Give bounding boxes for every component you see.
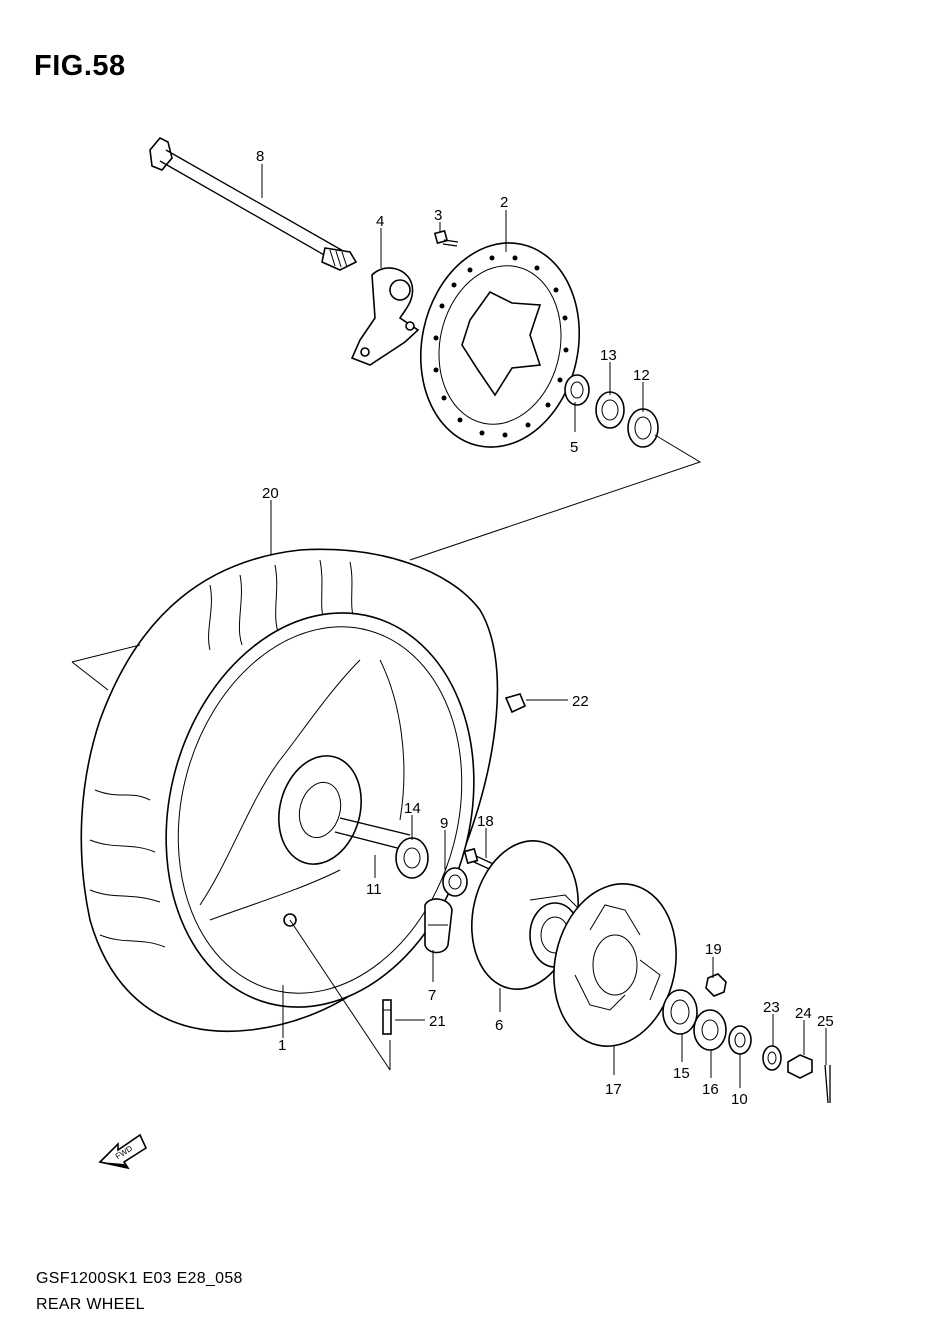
callout-13: 13 <box>600 347 617 364</box>
part-sprocket-drum[interactable] <box>459 831 592 999</box>
callout-9: 9 <box>440 815 448 832</box>
part-brake-disc[interactable] <box>402 228 597 462</box>
part-axle-sleeve[interactable] <box>334 817 411 851</box>
part-axle-nut[interactable] <box>787 1054 813 1079</box>
part-oil-seal[interactable] <box>627 408 659 448</box>
part-tire-valve[interactable] <box>382 999 392 1035</box>
callout-14: 14 <box>404 800 421 817</box>
callout-15: 15 <box>673 1065 690 1082</box>
part-cotter-pin[interactable] <box>824 1064 831 1104</box>
callout-21: 21 <box>429 1013 446 1030</box>
callout-1: 1 <box>278 1037 286 1054</box>
part-cush-damper[interactable] <box>424 898 453 954</box>
callout-labels: 1 2 3 4 5 6 7 8 9 10 11 12 13 14 15 16 1… <box>256 148 834 1108</box>
assembly-guide-lines <box>71 434 702 1071</box>
part-rear-sprocket[interactable] <box>539 872 690 1057</box>
callout-8: 8 <box>256 148 264 165</box>
part-spacer[interactable] <box>564 374 590 406</box>
callout-24: 24 <box>795 1005 812 1022</box>
forward-arrow-icon: FWD <box>98 1133 148 1170</box>
callout-17: 17 <box>605 1081 622 1098</box>
callout-6: 6 <box>495 1017 503 1034</box>
callout-12: 12 <box>633 367 650 384</box>
callout-2: 2 <box>500 194 508 211</box>
leader-lines <box>261 164 827 1088</box>
part-spacer-9[interactable] <box>442 867 468 897</box>
callout-25: 25 <box>817 1013 834 1030</box>
model-code: GSF1200SK1 E03 E28_058 <box>36 1270 243 1287</box>
callout-10: 10 <box>731 1091 748 1108</box>
callout-22: 22 <box>572 693 589 710</box>
section-name: REAR WHEEL <box>36 1296 145 1313</box>
callout-4: 4 <box>376 213 384 230</box>
part-sprocket-nut[interactable] <box>705 973 727 997</box>
part-oil-seal-16[interactable] <box>693 1009 727 1051</box>
callout-7: 7 <box>428 987 436 1004</box>
part-caliper-bracket[interactable] <box>350 267 420 366</box>
callout-19: 19 <box>705 941 722 958</box>
part-washer[interactable] <box>762 1045 782 1071</box>
callout-18: 18 <box>477 813 494 830</box>
callout-3: 3 <box>434 207 442 224</box>
callout-11: 11 <box>366 881 382 898</box>
callout-20: 20 <box>262 485 279 502</box>
part-bearing-14[interactable] <box>395 837 429 879</box>
figure-title: FIG.58 <box>34 50 126 82</box>
part-axle[interactable] <box>149 137 358 271</box>
part-bearing-15[interactable] <box>662 989 698 1035</box>
callout-16: 16 <box>702 1081 719 1098</box>
part-bearing[interactable] <box>595 391 625 429</box>
part-disc-bolt[interactable] <box>433 229 459 247</box>
callout-5: 5 <box>570 439 578 456</box>
part-spacer-10[interactable] <box>728 1025 752 1055</box>
callout-23: 23 <box>763 999 780 1016</box>
part-balance-weight[interactable] <box>504 693 527 714</box>
